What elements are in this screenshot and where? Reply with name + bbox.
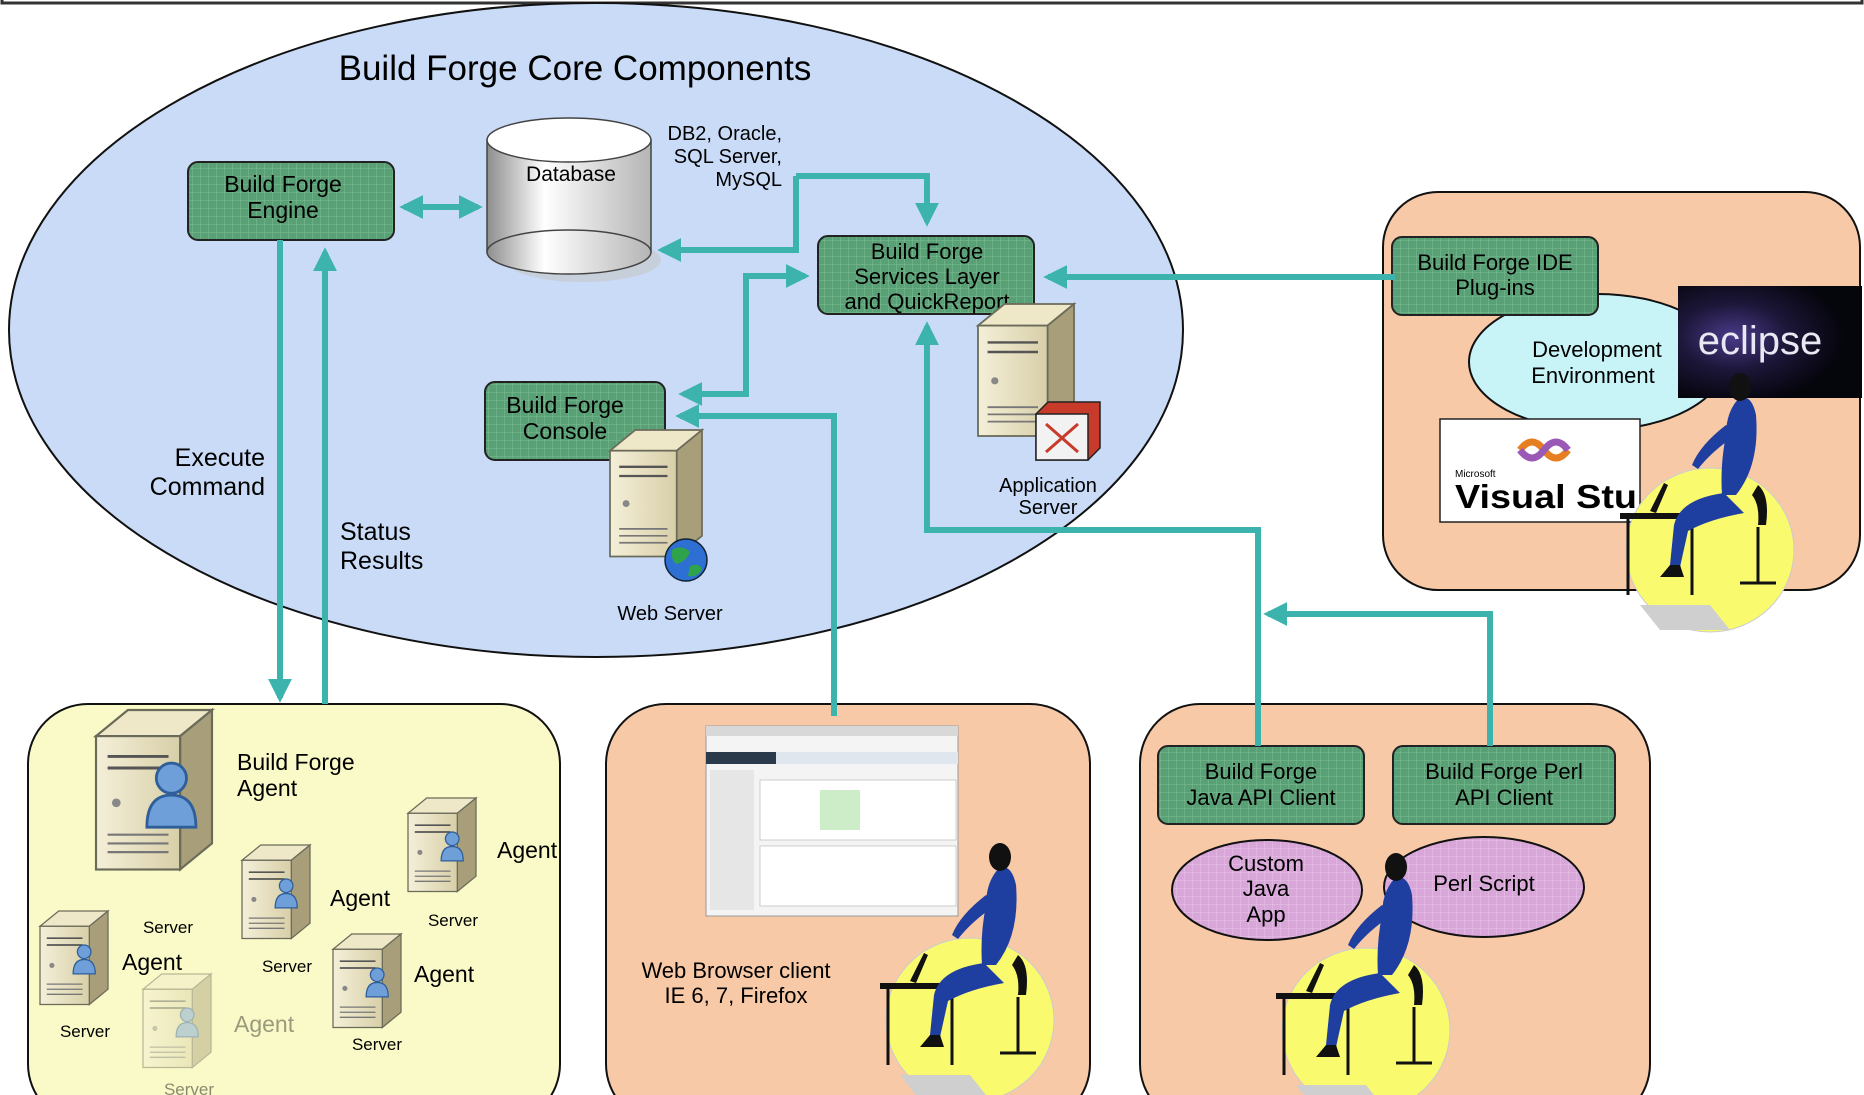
database-in-arrow <box>657 176 799 262</box>
database-types-line1: DB2, Oracle, <box>668 123 782 145</box>
java-api-line2: Java API Client <box>1186 785 1335 810</box>
browser-label-line1: Web Browser client <box>641 958 830 983</box>
perl-api-line2: API Client <box>1455 785 1553 810</box>
status-results-line1: Status <box>340 518 411 546</box>
connectors <box>268 173 1493 746</box>
perl-script-bubble <box>1383 836 1585 938</box>
custom-java-line3: App <box>1246 902 1285 927</box>
server-label: Server <box>262 957 312 976</box>
diagram-title: Build Forge Core Components <box>339 49 812 88</box>
services-console-arrow <box>678 264 810 406</box>
api-panel: Custom Java App Perl Script Build Forge … <box>1139 703 1651 1095</box>
engine-label-line1: Build Forge <box>224 171 342 197</box>
agent-label: Agent <box>414 961 475 987</box>
browser-panel: Web Browser client IE 6, 7, Firefox <box>605 703 1091 1095</box>
core-components-group: Build Forge Core Components Build Forge … <box>8 2 1184 658</box>
engine-box <box>187 161 395 241</box>
services-box <box>817 235 1035 315</box>
services-label-line1: Build Forge <box>871 239 984 264</box>
frame-top <box>0 0 1864 5</box>
custom-java-bubble <box>1171 839 1363 941</box>
server-label: Server <box>143 918 193 937</box>
router-icon <box>1035 401 1101 461</box>
services-label-line3: and QuickReport <box>844 289 1009 314</box>
agent-label: Agent <box>122 949 183 975</box>
execute-command-line1: Execute <box>175 444 265 472</box>
server-label: Server <box>352 1035 402 1054</box>
perl-script-label: Perl Script <box>1433 871 1534 896</box>
perl-api-box <box>1392 745 1616 825</box>
ide-panel: Development Environment eclipse Microsof… <box>1382 191 1862 634</box>
dev-env-line1: Development <box>1532 337 1662 362</box>
app-server-label-line2: Server <box>1019 497 1078 519</box>
custom-java-line1: Custom <box>1228 851 1304 876</box>
engine-label-line2: Engine <box>247 197 319 223</box>
main-agent-server-icon <box>94 708 214 871</box>
console-box <box>484 381 666 461</box>
browser-screenshot-thumbnail <box>705 725 959 917</box>
services-label-line2: Services Layer <box>854 264 1000 289</box>
web-server-icon <box>608 428 704 558</box>
globe-icon <box>664 538 708 582</box>
agent-label-faded: Agent <box>234 1011 295 1037</box>
browser-label-line2: IE 6, 7, Firefox <box>664 983 807 1008</box>
visual-studio-logo <box>1439 418 1641 523</box>
services-in-arrow <box>796 173 939 227</box>
agent-label: Agent <box>497 837 558 863</box>
agent-server-icon <box>407 797 477 893</box>
java-services-arrow <box>915 321 1261 746</box>
server-label: Server <box>428 911 478 930</box>
eclipse-logo-text: eclipse <box>1698 319 1823 363</box>
ide-plugins-line2: Plug-ins <box>1455 275 1534 300</box>
main-agent-label-line1: Build Forge <box>237 749 355 775</box>
console-label-line1: Build Forge <box>506 392 624 418</box>
agent-server-icon-faded <box>142 973 212 1069</box>
web-server-label: Web Server <box>617 603 723 625</box>
agent-label: Agent <box>330 885 391 911</box>
main-agent-label-line2: Agent <box>237 775 298 801</box>
database-label: Database <box>526 163 616 186</box>
app-server-label-line1: Application <box>999 475 1097 497</box>
ide-plugins-line1: Build Forge IDE <box>1417 250 1572 275</box>
agent-server-icon <box>241 844 311 940</box>
console-label-line2: Console <box>523 418 607 444</box>
agents-panel: Build Forge Agent Agent Server Agent Ser… <box>27 703 561 1095</box>
custom-java-line2: Java <box>1243 876 1290 901</box>
server-label: Server <box>60 1022 110 1041</box>
perl-api-line1: Build Forge Perl <box>1425 759 1583 784</box>
database-cylinder <box>486 117 661 282</box>
database-types-line2: SQL Server, <box>674 146 782 168</box>
eclipse-logo <box>1678 286 1862 398</box>
status-results-line2: Results <box>340 547 423 575</box>
dev-env-line2: Environment <box>1531 363 1655 388</box>
server-label-faded: Server <box>164 1080 214 1095</box>
database-types-line3: MySQL <box>715 169 782 191</box>
vs-microsoft-text: Microsoft <box>1455 469 1496 480</box>
browser-console-arrow <box>675 404 837 716</box>
agent-server-icon <box>332 933 402 1029</box>
perl-merge-arrow <box>1263 602 1493 746</box>
java-api-line1: Build Forge <box>1205 759 1318 784</box>
agent-server-icon <box>39 910 109 1006</box>
execute-command-line2: Command <box>150 473 265 501</box>
vs-logo-text: Visual Stu <box>1455 478 1637 515</box>
infinity-icon <box>1517 438 1571 462</box>
